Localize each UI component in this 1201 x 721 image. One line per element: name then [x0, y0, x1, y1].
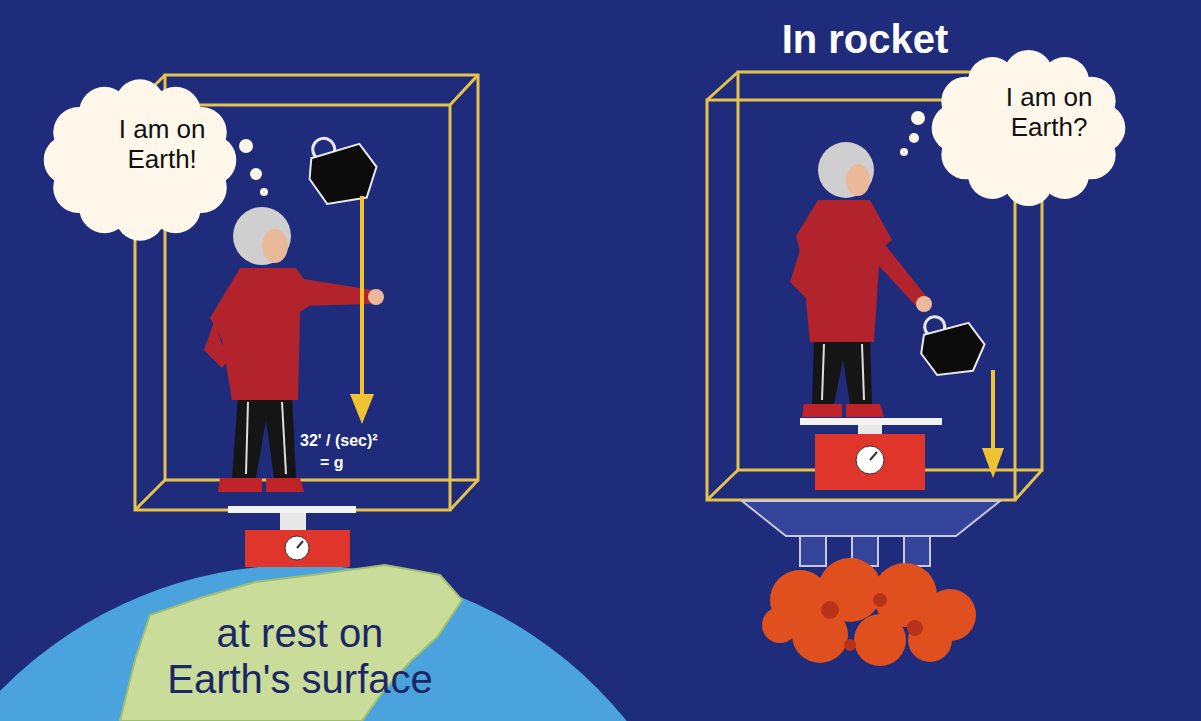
acceleration-arrow — [982, 370, 1004, 478]
cabin-edge — [707, 470, 738, 500]
arm — [870, 236, 926, 306]
cabin-front — [707, 100, 1015, 500]
continent — [120, 565, 462, 721]
cabin-edge — [707, 72, 738, 100]
trouser-stripe — [246, 402, 248, 474]
room-edge — [450, 480, 478, 510]
earth-caption: at rest on Earth's surface — [155, 610, 445, 702]
formula-text: 32' / (sec)² — [300, 432, 378, 450]
scale-needle — [297, 541, 303, 548]
formula-text: = g — [320, 454, 344, 472]
weight — [915, 309, 988, 379]
thought-puff — [900, 148, 908, 156]
scale-plate — [800, 418, 942, 425]
exhaust-flame — [762, 558, 976, 666]
shoe — [846, 404, 884, 417]
trouser-stripe — [822, 344, 824, 400]
room-edge — [135, 480, 165, 510]
weight-body — [305, 141, 383, 208]
earth-globe — [0, 565, 720, 721]
hand — [368, 289, 384, 305]
arrow-shaft — [991, 370, 995, 452]
thought-bubble: I am on Earth? — [948, 67, 1109, 189]
scale — [800, 418, 942, 490]
flame-spot — [821, 601, 839, 619]
thought-bubble: I am on Earth! — [61, 97, 219, 223]
weight — [302, 129, 382, 209]
room-back — [165, 75, 478, 480]
scale-plate — [228, 506, 356, 513]
arm — [204, 322, 232, 368]
room-edge — [450, 75, 478, 105]
flame-puff — [762, 607, 798, 643]
scale-body — [815, 434, 925, 490]
flame-puff — [818, 558, 882, 622]
rocket-base — [742, 501, 1000, 536]
trousers — [812, 338, 872, 404]
panel-heading: In rocket — [782, 16, 949, 62]
face — [262, 229, 288, 263]
trouser-stripe — [282, 402, 286, 474]
nozzle — [904, 536, 930, 566]
thought-puff — [909, 133, 919, 143]
arrow-head — [982, 448, 1004, 478]
scale-dial — [285, 536, 309, 560]
thought-text: I am on Earth? — [990, 83, 1109, 143]
flame-spot — [873, 593, 887, 607]
thought-puff — [260, 188, 268, 196]
arrow-shaft — [360, 196, 364, 398]
arrow-head — [350, 394, 374, 424]
thought-puff — [250, 168, 262, 180]
arm — [790, 250, 816, 300]
flame-puff — [792, 607, 848, 663]
thought-puff — [239, 139, 253, 153]
scale — [228, 506, 356, 567]
flame-puff — [854, 614, 906, 666]
thought-puff — [911, 111, 925, 125]
hair — [233, 207, 291, 265]
thought-text: I am on Earth! — [105, 115, 219, 175]
person — [204, 207, 384, 492]
trouser-stripe — [862, 344, 864, 400]
cabin-edge — [1015, 470, 1042, 500]
flame-puff — [908, 618, 952, 662]
scale-dial — [856, 446, 884, 474]
flame-spot — [907, 620, 923, 636]
flame-spot — [844, 639, 856, 651]
scale-needle — [870, 452, 877, 460]
acceleration-arrow — [350, 196, 374, 424]
shoe — [218, 478, 262, 492]
scale-body — [245, 530, 350, 567]
face — [846, 164, 870, 196]
scale-post — [858, 425, 882, 435]
sweater — [796, 200, 892, 342]
trousers — [232, 396, 296, 478]
shoe — [802, 404, 842, 417]
hair — [818, 142, 874, 198]
shoe — [266, 478, 304, 492]
hand — [916, 296, 932, 312]
flame-shade — [821, 593, 923, 651]
person — [790, 142, 932, 417]
scale-post — [280, 513, 306, 531]
weight-body — [917, 321, 988, 379]
nozzle — [800, 536, 826, 566]
